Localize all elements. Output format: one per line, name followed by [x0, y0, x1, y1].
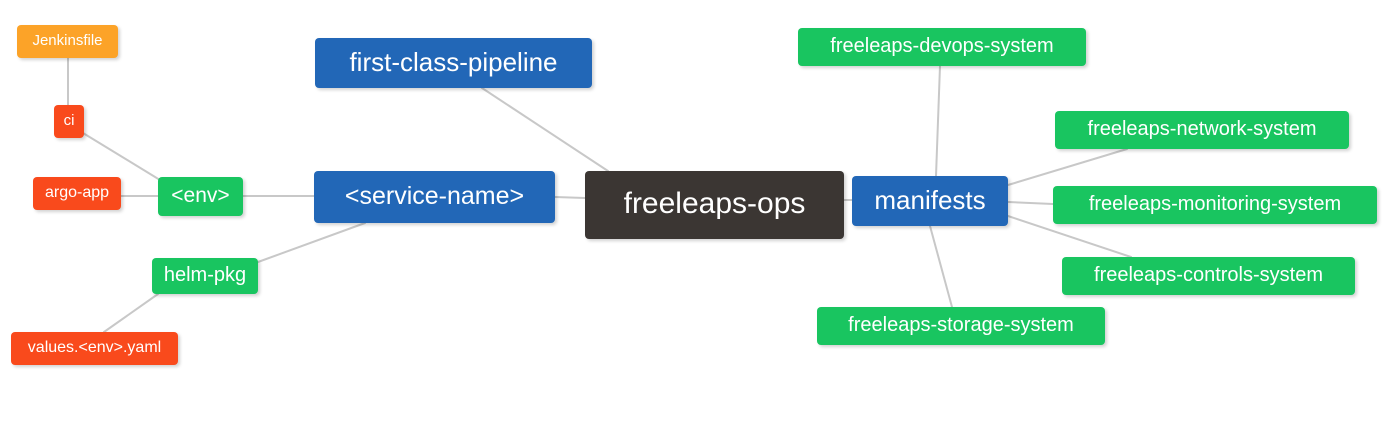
node-label-first-class-pipeline: first-class-pipeline — [349, 47, 558, 77]
node-label-helm-pkg: helm-pkg — [163, 264, 247, 286]
node-label-freeleaps-network-system: freeleaps-network-system — [1087, 118, 1317, 140]
node-values-env-yaml[interactable]: values.<env>.yaml — [11, 332, 178, 365]
node-jenkinsfile[interactable]: Jenkinsfile — [17, 25, 118, 58]
edge-manifests-to-freeleaps-devops-system — [935, 65, 941, 177]
node-first-class-pipeline[interactable]: first-class-pipeline — [315, 38, 592, 88]
node-label-freeleaps-devops-system: freeleaps-devops-system — [830, 35, 1054, 57]
edge-env-to-ci — [82, 132, 161, 181]
node-env[interactable]: <env> — [158, 177, 243, 216]
node-label-manifests: manifests — [874, 185, 986, 215]
edge-manifests-to-freeleaps-storage-system — [929, 225, 953, 308]
edge-manifests-to-freeleaps-monitoring-system — [1007, 201, 1054, 205]
node-manifests[interactable]: manifests — [852, 176, 1008, 226]
edge-manifests-to-freeleaps-network-system — [1007, 148, 1128, 186]
node-label-ci: ci — [63, 112, 75, 129]
edge-freeleaps-ops-to-service-name — [554, 196, 586, 199]
node-freeleaps-controls-system[interactable]: freeleaps-controls-system — [1062, 257, 1355, 295]
node-label-freeleaps-controls-system: freeleaps-controls-system — [1094, 264, 1323, 286]
edge-helm-pkg-to-values-env-yaml — [103, 293, 159, 333]
node-freeleaps-ops[interactable]: freeleaps-ops — [585, 171, 844, 239]
node-freeleaps-network-system[interactable]: freeleaps-network-system — [1055, 111, 1349, 149]
node-label-service-name: <service-name> — [344, 181, 525, 210]
node-label-env: <env> — [171, 184, 230, 207]
node-helm-pkg[interactable]: helm-pkg — [152, 258, 258, 294]
node-label-freeleaps-monitoring-system: freeleaps-monitoring-system — [1088, 193, 1342, 215]
edge-freeleaps-ops-to-first-class-pipeline — [481, 87, 609, 172]
node-label-values-env-yaml: values.<env>.yaml — [27, 338, 162, 356]
node-label-jenkinsfile: Jenkinsfile — [32, 32, 103, 49]
node-ci[interactable]: ci — [54, 105, 84, 138]
node-label-argo-app: argo-app — [44, 183, 110, 201]
node-label-freeleaps-storage-system: freeleaps-storage-system — [848, 314, 1074, 336]
node-label-freeleaps-ops: freeleaps-ops — [623, 187, 806, 220]
node-argo-app[interactable]: argo-app — [33, 177, 121, 210]
node-service-name[interactable]: <service-name> — [314, 171, 555, 223]
node-freeleaps-devops-system[interactable]: freeleaps-devops-system — [798, 28, 1086, 66]
edge-service-name-to-helm-pkg — [257, 222, 366, 263]
node-freeleaps-storage-system[interactable]: freeleaps-storage-system — [817, 307, 1105, 345]
node-freeleaps-monitoring-system[interactable]: freeleaps-monitoring-system — [1053, 186, 1377, 224]
